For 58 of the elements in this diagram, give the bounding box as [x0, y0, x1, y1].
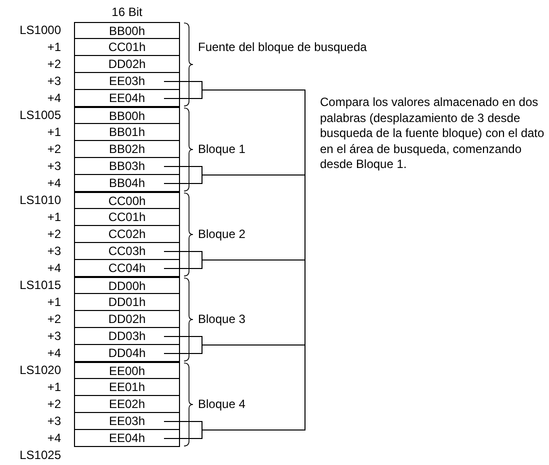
note-text: Compara los valores almacenado en dos palabras (desplazamiento de 3 desde busqueda de la fuente bloque) con el dato en el área de busqueda, comenzando desde Bloque 1. [305, 95, 549, 172]
memory-cell: EE04h [74, 430, 180, 447]
memory-cell: BB03h [74, 158, 180, 175]
block-label: Bloque 1 [198, 141, 246, 157]
address-label: LS1010 [18, 192, 61, 208]
address-label: +1 [46, 294, 61, 310]
memory-cell: BB01h [74, 124, 180, 141]
memory-cell: CC04h [74, 260, 180, 277]
column-header: 16 Bit [110, 4, 144, 20]
memory-cell: BB04h [74, 175, 180, 192]
address-label: +2 [46, 56, 61, 72]
address-label: +1 [46, 379, 61, 395]
memory-cell: CC00h [74, 192, 180, 209]
address-label: +4 [46, 175, 61, 191]
memory-cell: EE00h [74, 362, 180, 379]
block-label: Bloque 4 [198, 396, 246, 412]
address-label: +1 [46, 39, 61, 55]
address-label: LS1000 [18, 22, 61, 38]
memory-cell: CC03h [74, 243, 180, 260]
block-label: Fuente del bloque de busqueda [198, 39, 367, 55]
memory-cell: BB00h [74, 22, 180, 39]
block-label: Bloque 2 [198, 226, 246, 242]
memory-cell: BB02h [74, 141, 180, 158]
address-label: +2 [46, 226, 61, 242]
address-label: +2 [46, 396, 61, 412]
memory-cell: DD01h [74, 294, 180, 311]
address-label: +4 [46, 430, 61, 446]
memory-cell: BB00h [74, 107, 180, 124]
address-label: +3 [46, 158, 61, 174]
address-label: +2 [46, 141, 61, 157]
memory-cell: DD03h [74, 328, 180, 345]
memory-cell: CC01h [74, 39, 180, 56]
memory-cell: DD02h [74, 311, 180, 328]
memory-cell: EE03h [74, 413, 180, 430]
memory-cell: CC02h [74, 226, 180, 243]
memory-cell: DD02h [74, 56, 180, 73]
memory-cell: DD04h [74, 345, 180, 362]
memory-cell: CC01h [74, 209, 180, 226]
memory-cell: EE02h [74, 396, 180, 413]
block-label: Bloque 3 [198, 311, 246, 327]
address-label: LS1005 [18, 107, 61, 123]
address-label: +1 [46, 209, 61, 225]
address-label: +3 [46, 413, 61, 429]
address-label: +4 [46, 90, 61, 106]
address-label: LS1015 [18, 277, 61, 293]
memory-cell: EE01h [74, 379, 180, 396]
address-label: LS1020 [18, 362, 61, 378]
address-label: +1 [46, 124, 61, 140]
address-label: LS1025 [18, 447, 61, 463]
address-label: +4 [46, 345, 61, 361]
address-label: +2 [46, 311, 61, 327]
memory-cell: EE04h [74, 90, 180, 107]
memory-cell: DD00h [74, 277, 180, 294]
memory-cell: EE03h [74, 73, 180, 90]
address-label: +3 [46, 73, 61, 89]
address-label: +3 [46, 243, 61, 259]
address-label: +4 [46, 260, 61, 276]
address-label: +3 [46, 328, 61, 344]
